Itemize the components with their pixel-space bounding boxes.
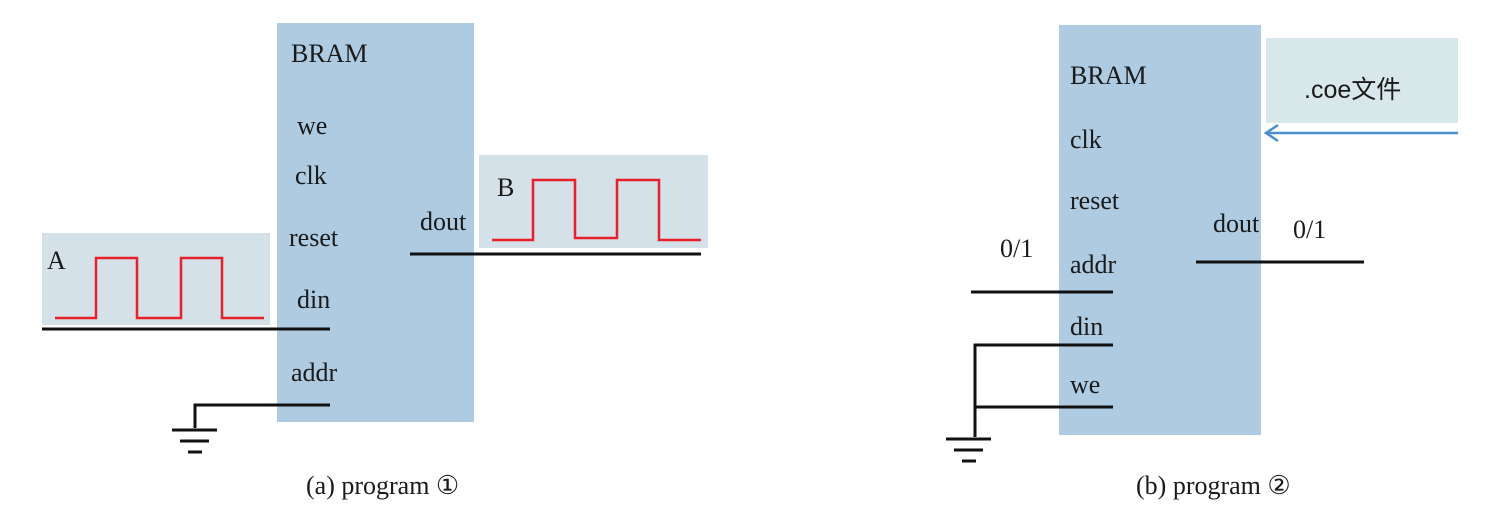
coe-file-box: [1266, 38, 1458, 123]
bram-title-b: BRAM: [1070, 61, 1147, 90]
addr-value-b: 0/1: [1000, 234, 1033, 263]
caption-a: (a) program ①: [306, 471, 459, 500]
signal-box-b: [479, 155, 708, 248]
signal-label-a: A: [47, 246, 66, 275]
port-reset-a: reset: [289, 223, 339, 252]
dout-value-b: 0/1: [1293, 215, 1326, 244]
port-addr-b: addr: [1070, 250, 1117, 279]
port-dout-b: dout: [1213, 209, 1260, 238]
port-we-b: we: [1070, 370, 1100, 399]
signal-label-b: B: [497, 173, 514, 202]
port-addr-a: addr: [291, 358, 338, 387]
port-we-a: we: [297, 111, 327, 140]
bram-block-b: [1059, 25, 1261, 435]
port-reset-b: reset: [1070, 186, 1120, 215]
port-din-a: din: [297, 285, 330, 314]
bram-title-a: BRAM: [291, 39, 368, 68]
ground-icon-a: [172, 428, 217, 454]
waveform-a: [55, 256, 264, 320]
port-clk-a: clk: [295, 161, 327, 190]
port-dout-a: dout: [420, 207, 467, 236]
coe-file-label: .coe文件: [1304, 76, 1401, 104]
signal-box-a: [42, 233, 270, 325]
bram-block-a: [277, 23, 474, 422]
ground-icon-b: [946, 437, 991, 463]
panel-b: BRAM clk reset addr din we .coe文件 0/1 do…: [946, 25, 1458, 500]
port-clk-b: clk: [1070, 125, 1102, 154]
waveform-b: [492, 178, 701, 242]
caption-b: (b) program ②: [1136, 471, 1291, 500]
arrow-left-icon: [1263, 123, 1279, 143]
port-din-b: din: [1070, 312, 1103, 341]
addr-wire-a: [193, 403, 330, 428]
panel-a: BRAM we clk reset din addr A dout B (a) …: [42, 23, 708, 500]
